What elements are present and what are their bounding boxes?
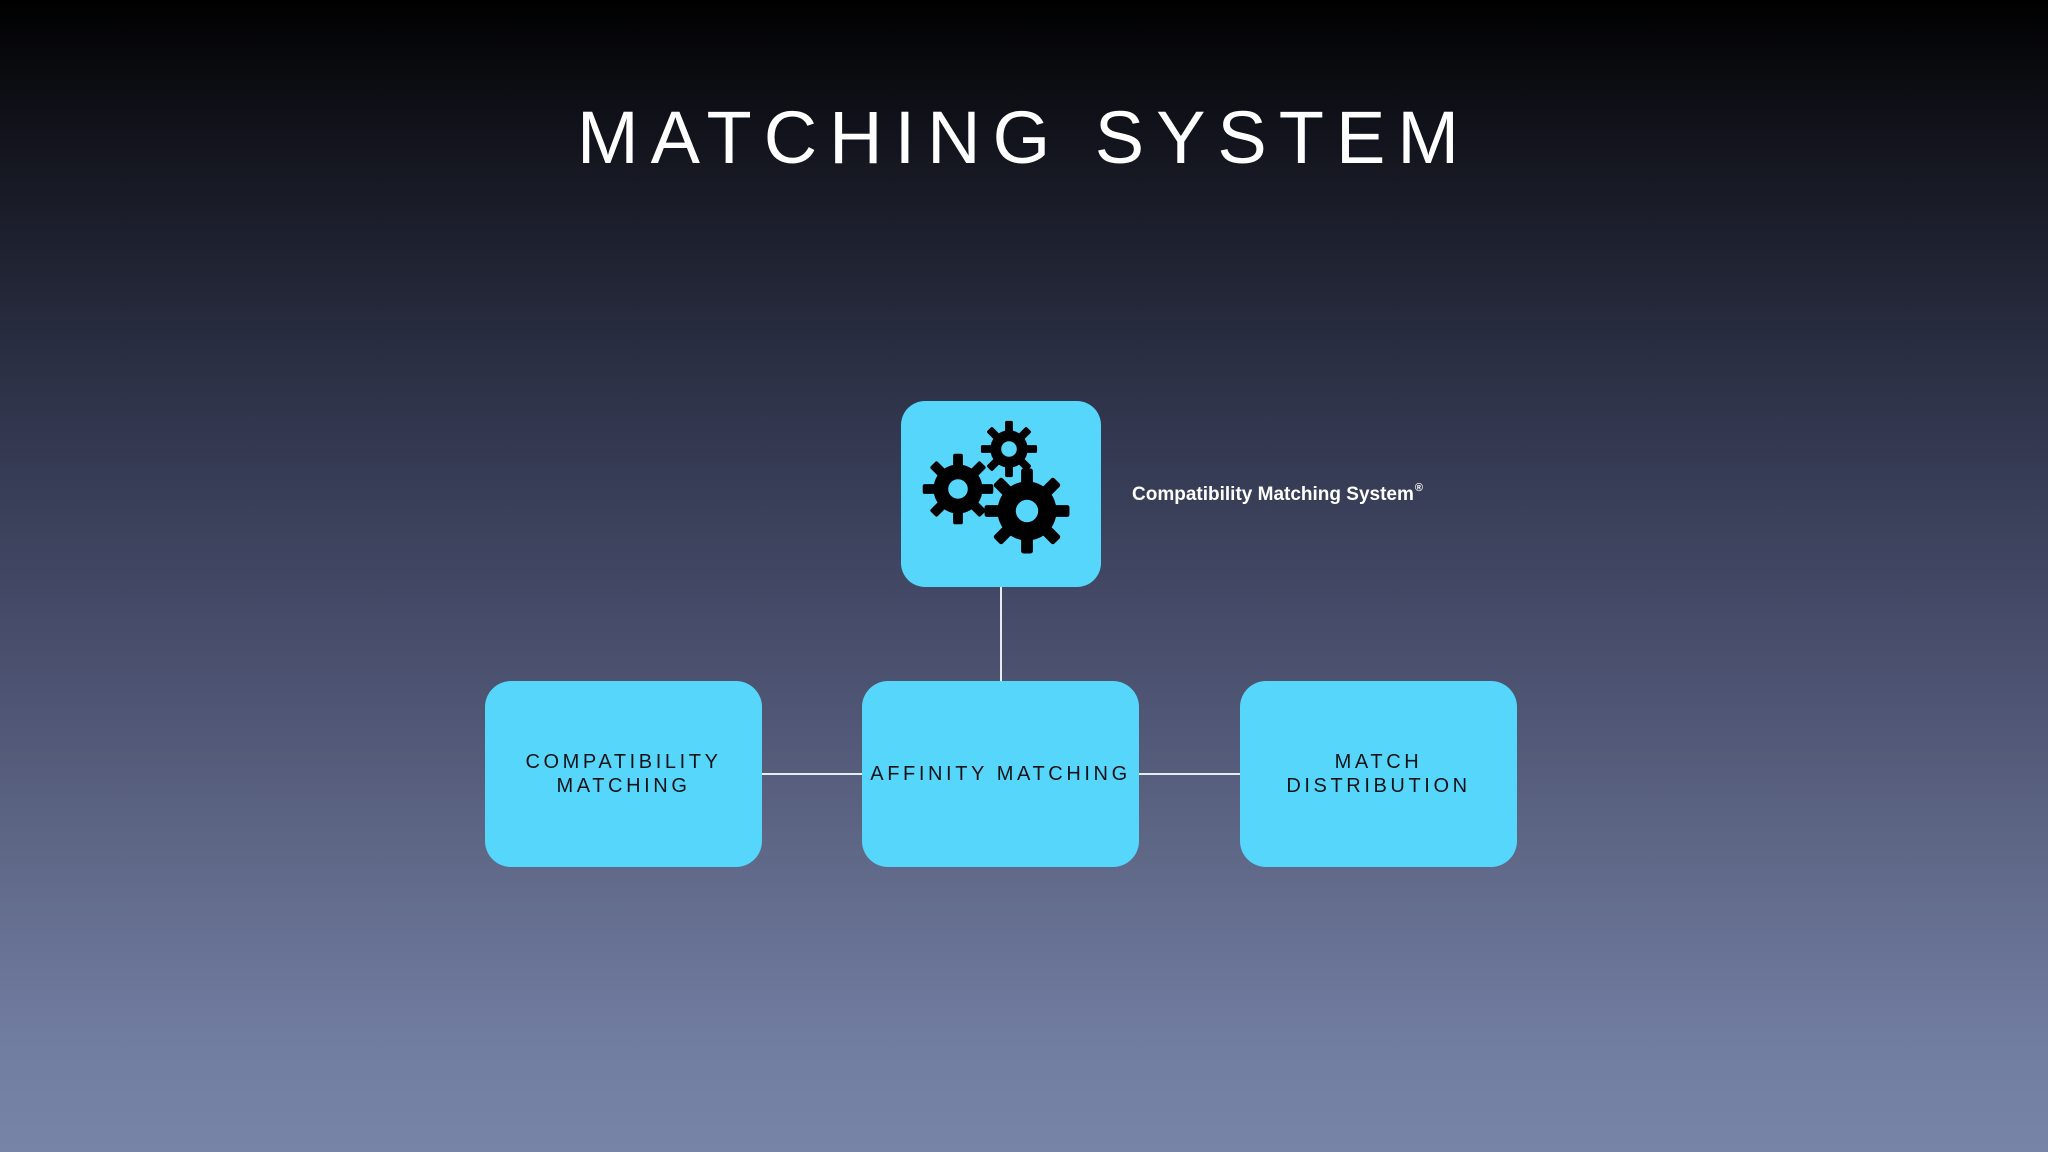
gear-left-icon (922, 453, 994, 525)
gear-small-icon (980, 420, 1038, 478)
node-compatibility-matching: COMPATIBILITY MATCHING (485, 681, 762, 867)
top-node-label-text: Compatibility Matching System (1132, 484, 1414, 505)
node-match-distribution: MATCH DISTRIBUTION (1240, 681, 1517, 867)
node-affinity-matching: AFFINITY MATCHING (862, 681, 1139, 867)
gear-large-icon (984, 468, 1070, 554)
node-label-line1: MATCH (1334, 751, 1423, 773)
connector-left (762, 773, 862, 775)
node-label-line1: COMPATIBILITY (525, 751, 722, 773)
gears-icon (922, 420, 1070, 554)
slide-title: MATCHING SYSTEM (577, 96, 1471, 179)
connector-right (1139, 773, 1240, 775)
connector-vertical (1000, 587, 1002, 681)
node-label-line2: DISTRIBUTION (1286, 775, 1471, 797)
node-label-line1: AFFINITY MATCHING (870, 763, 1131, 785)
node-label-line2: MATCHING (556, 775, 691, 797)
top-node-label: Compatibility Matching System® (1132, 482, 1423, 506)
registered-mark: ® (1414, 482, 1423, 494)
top-node (901, 401, 1101, 587)
